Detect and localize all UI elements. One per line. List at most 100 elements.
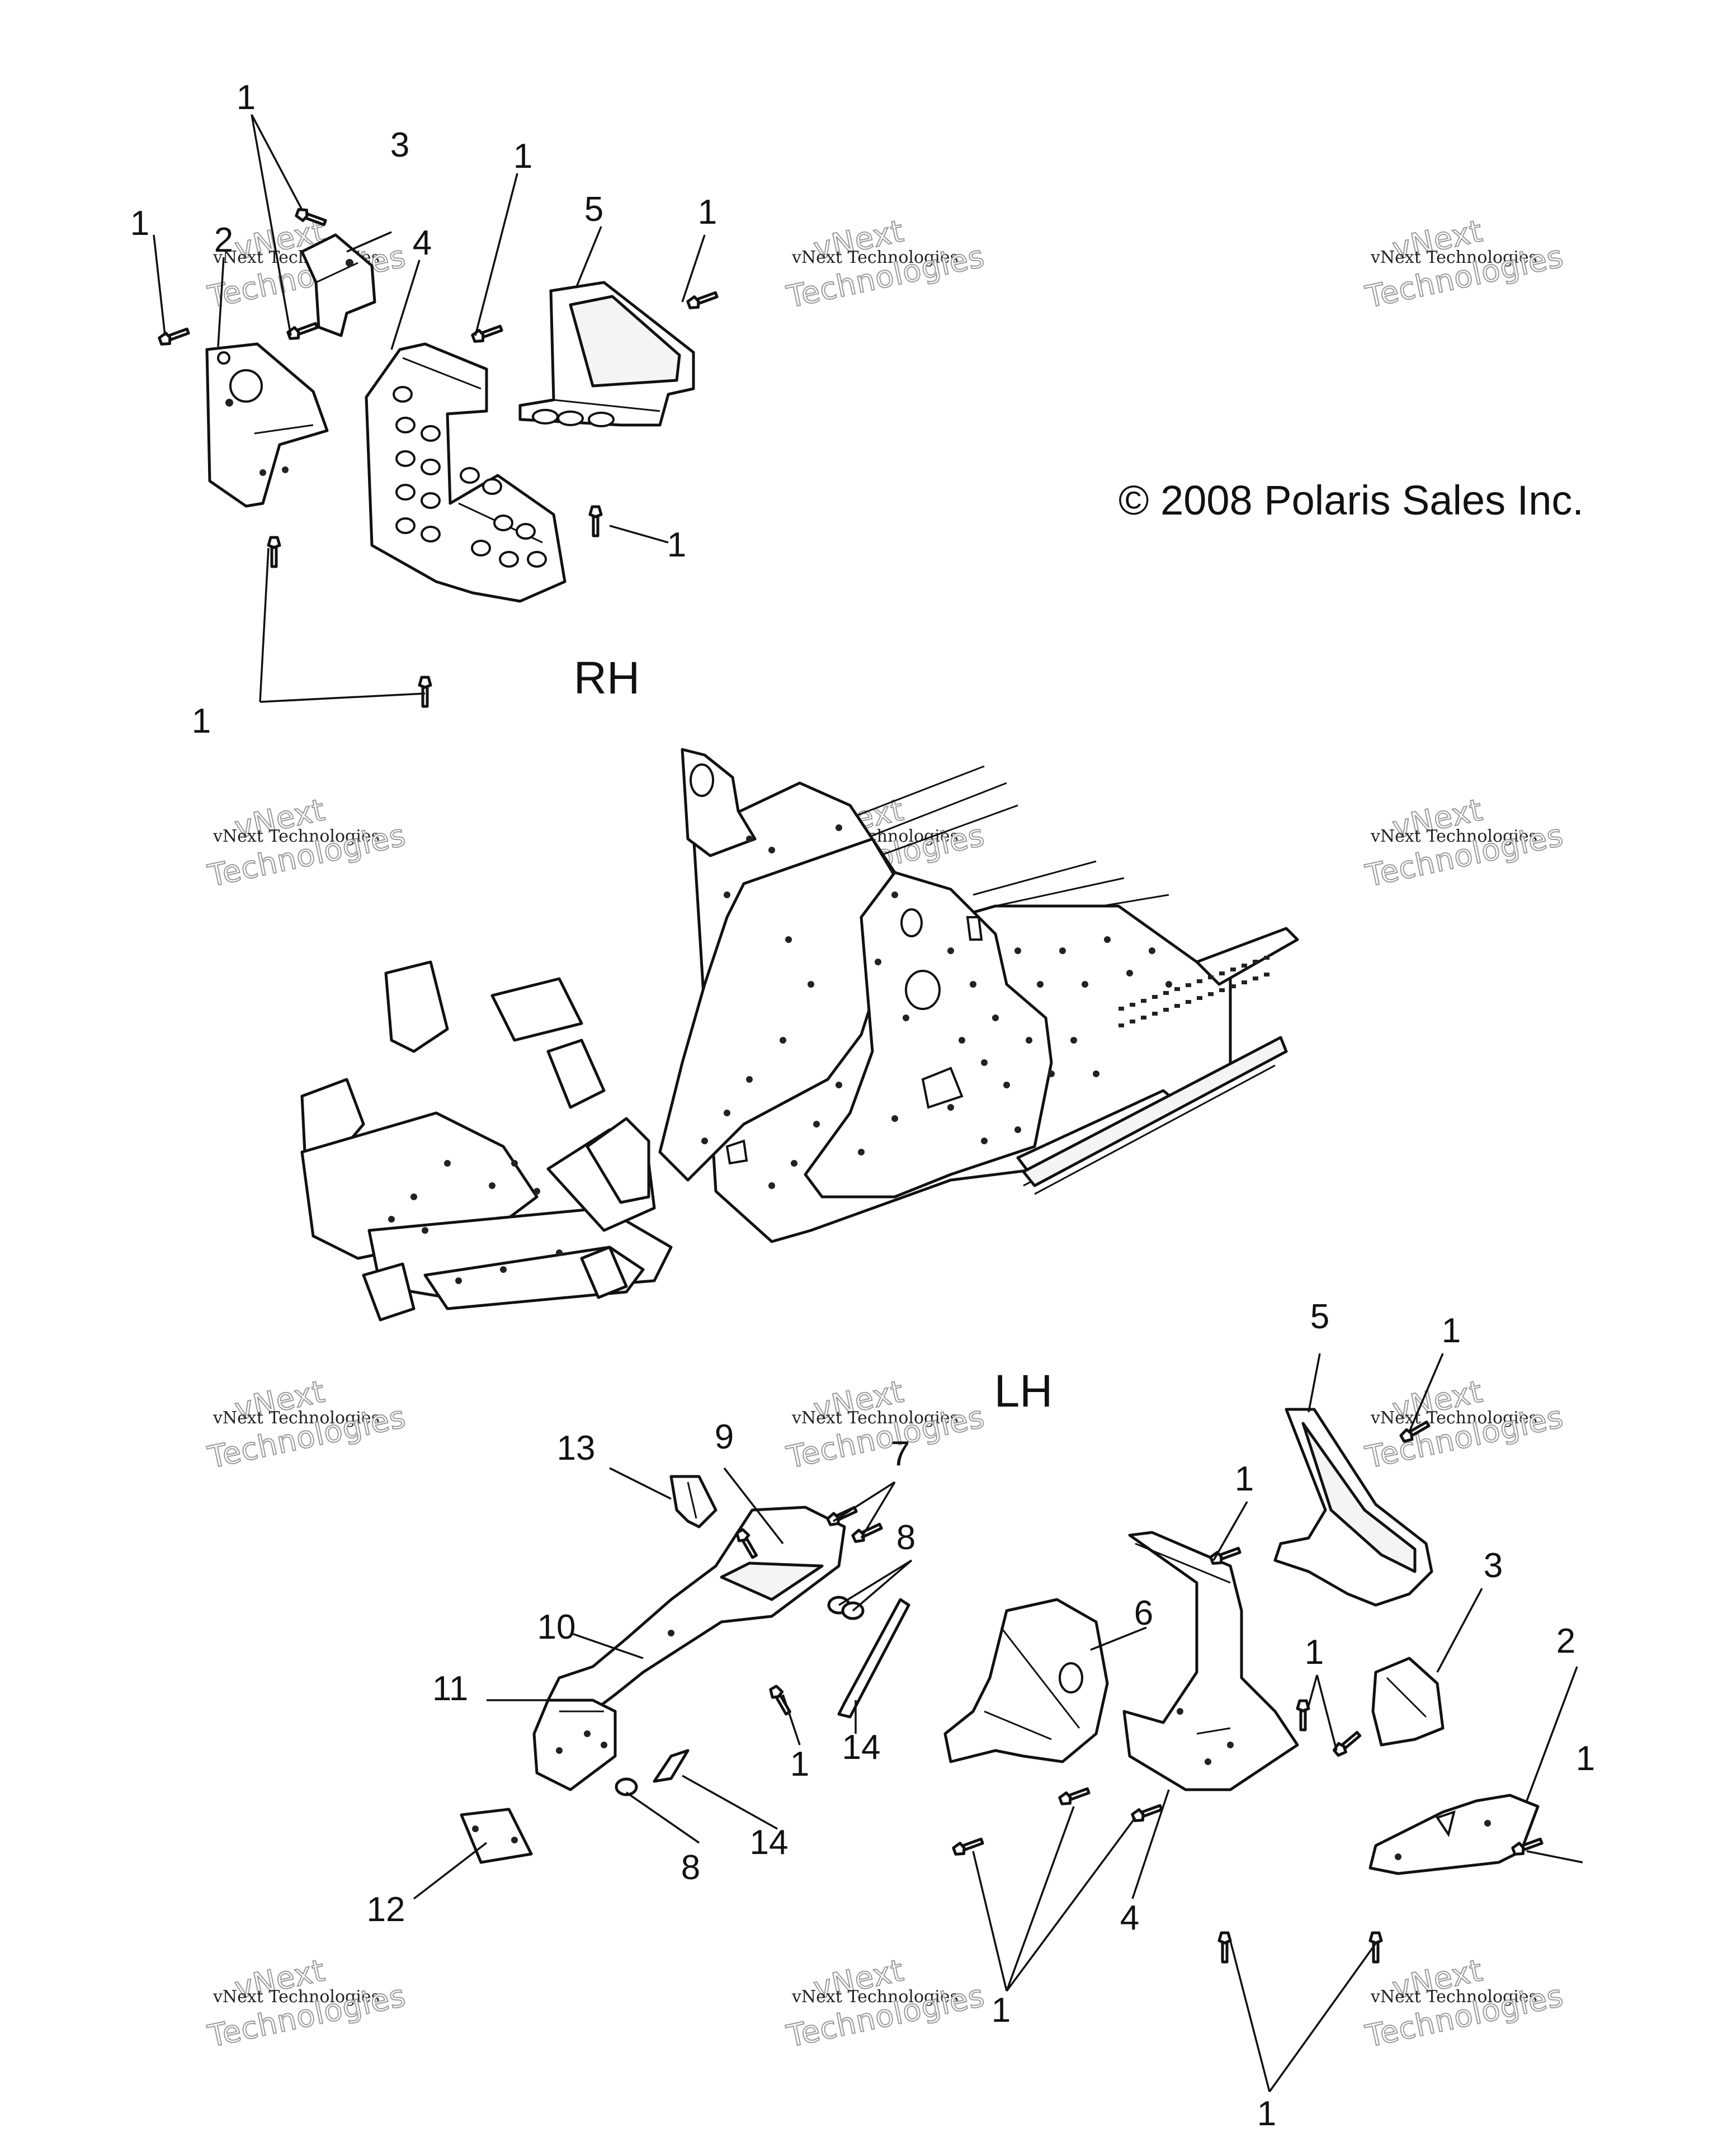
hole xyxy=(395,417,416,433)
lh-part-9-10-11-shroud xyxy=(532,1506,846,1791)
vent-slot xyxy=(1152,995,1158,999)
bolt-hole xyxy=(813,1121,820,1127)
bolt-hole xyxy=(992,1015,999,1021)
lh-part-14-strip xyxy=(653,1598,910,1783)
vent-slot xyxy=(1219,988,1225,992)
bolt-hole xyxy=(534,1188,540,1195)
rivet xyxy=(1332,1731,1362,1757)
watermark-label: vNext Technologies xyxy=(791,248,959,267)
bolt-hole xyxy=(791,1160,797,1167)
rivet xyxy=(952,1837,984,1856)
hole xyxy=(421,459,441,475)
bolt-hole xyxy=(836,1082,842,1088)
bolt-hole xyxy=(768,847,775,853)
bolt-hole xyxy=(422,1227,428,1234)
vent-slot xyxy=(1130,1020,1135,1023)
bolt-hole xyxy=(724,891,730,898)
bolt-hole xyxy=(981,1059,988,1066)
bolt-hole xyxy=(746,836,753,842)
bolt-hole xyxy=(1059,947,1066,954)
vent-slot xyxy=(1242,980,1247,984)
bolt-hole xyxy=(410,1193,417,1200)
bolt-hole xyxy=(836,824,842,831)
lh-part-13-clip xyxy=(669,1475,718,1528)
rh-callout-4: 4 xyxy=(413,224,432,262)
bolt-hole xyxy=(959,1037,965,1044)
vent-slot xyxy=(1163,1008,1169,1012)
rh-callout-2: 2 xyxy=(214,221,233,260)
rh-part-2-plate xyxy=(205,342,329,508)
bolt-hole xyxy=(1048,1070,1055,1077)
lh-part-5-frame xyxy=(1273,1408,1433,1607)
vent-slot xyxy=(1130,1003,1135,1007)
vent-slot xyxy=(1174,987,1180,991)
bolt-hole xyxy=(1070,1037,1077,1044)
vent-slot xyxy=(1208,975,1214,979)
rivet xyxy=(686,291,719,309)
lh-label: LH xyxy=(994,1366,1053,1417)
bolt-hole xyxy=(455,1277,462,1284)
bolt-hole xyxy=(1014,947,1021,954)
lh-callout-5: 5 xyxy=(1310,1298,1329,1336)
lh-callout-9: 9 xyxy=(715,1418,734,1456)
bolt-hole xyxy=(891,891,898,898)
watermark-label: vNext Technologies xyxy=(213,1408,380,1428)
bolt-hole xyxy=(875,959,881,965)
hole xyxy=(421,425,441,442)
rivet xyxy=(735,1528,758,1559)
bolt-hole xyxy=(858,1149,865,1155)
bolt-hole xyxy=(1082,981,1088,988)
lh-callout-13: 13 xyxy=(557,1429,596,1468)
copyright-text: © 2008 Polaris Sales Inc. xyxy=(1118,477,1584,523)
vent-slot xyxy=(1264,973,1269,976)
watermark-label: vNext Technologies xyxy=(1370,248,1537,267)
hole xyxy=(421,492,441,509)
hole xyxy=(471,540,491,556)
lh-callout-14-a: 14 xyxy=(842,1728,881,1767)
hole xyxy=(516,523,536,540)
bolt-hole xyxy=(808,981,814,988)
lh-callout-1-e: 1 xyxy=(1576,1739,1595,1778)
vent-slot xyxy=(1174,1004,1180,1008)
rivet xyxy=(471,324,503,343)
lh-callout-12: 12 xyxy=(367,1890,405,1929)
lh-callout-1-f: 1 xyxy=(992,1991,1011,2030)
rivet xyxy=(1368,1931,1383,1964)
vent-slot xyxy=(1118,1023,1124,1027)
rh-label: RH xyxy=(574,653,640,704)
vent-slot xyxy=(1197,996,1202,1000)
bolt-hole xyxy=(785,936,792,943)
bolt-hole xyxy=(768,1182,775,1189)
bolt-hole xyxy=(1026,1037,1032,1044)
lh-callout-1-b: 1 xyxy=(1235,1460,1254,1498)
rivet xyxy=(588,505,603,537)
rivet xyxy=(418,676,432,708)
vent-slot xyxy=(1242,964,1247,968)
bolt-hole xyxy=(903,1015,909,1021)
rh-part-5-frame xyxy=(518,281,695,427)
lh-callout-3: 3 xyxy=(1484,1546,1503,1585)
vent-slot xyxy=(1152,1012,1158,1016)
bolt-hole xyxy=(1003,1082,1010,1088)
bolt-hole xyxy=(947,1104,954,1111)
lh-callout-1-c: 1 xyxy=(1305,1633,1324,1672)
chassis-assembly xyxy=(300,748,1299,1322)
lh-part-6-cover xyxy=(943,1598,1109,1763)
bolt-hole xyxy=(970,981,976,988)
hole xyxy=(482,478,502,495)
vent-slot xyxy=(1186,983,1191,987)
rh-callout-1-top: 1 xyxy=(237,78,256,117)
hole xyxy=(493,515,513,531)
leader-lines xyxy=(153,114,1583,2093)
bolt-hole xyxy=(947,947,954,954)
vent-slot xyxy=(1208,992,1214,996)
vent-slot xyxy=(1219,971,1225,975)
rh-callout-1-right: 1 xyxy=(698,193,717,232)
